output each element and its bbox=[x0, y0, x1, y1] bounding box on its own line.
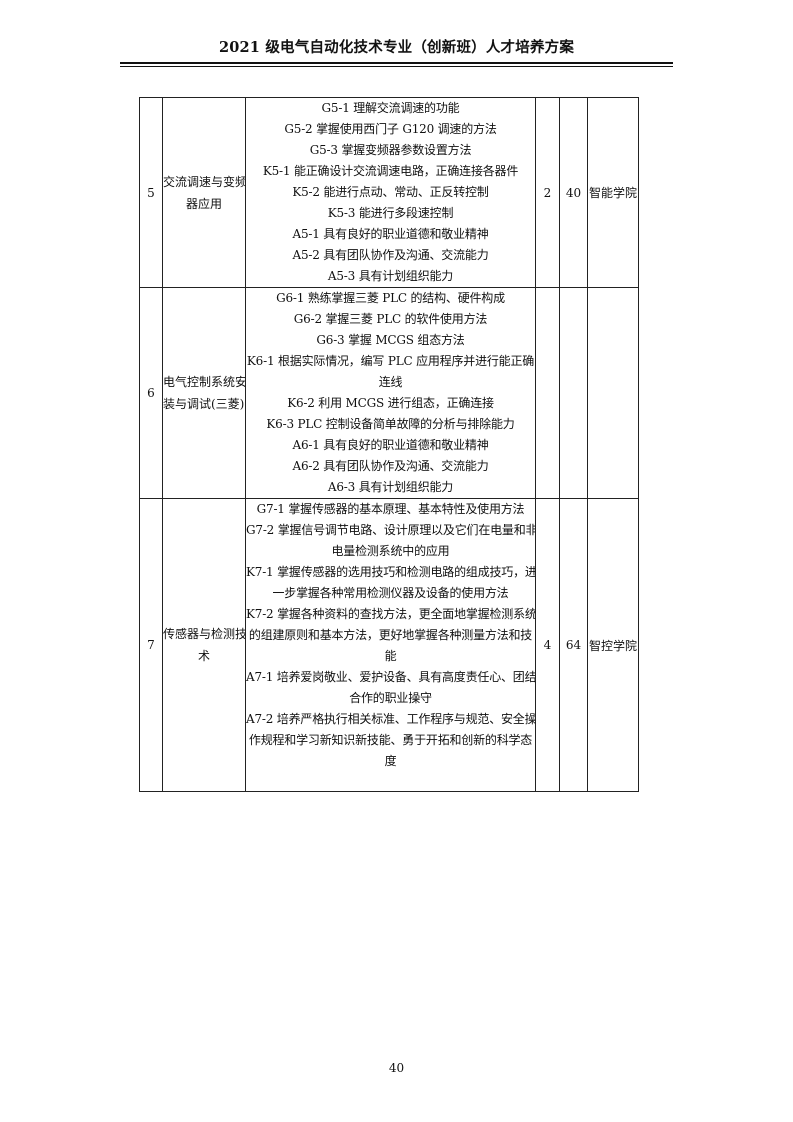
objectives-cell: G6-1 熟练掌握三菱 PLC 的结构、硬件构成 G6-2 掌握三菱 PLC 的软… bbox=[245, 287, 536, 499]
row-number-cell: 6 bbox=[139, 287, 163, 499]
objective-line: 一步掌握各种常用检测仪器及设备的使用方法 bbox=[272, 586, 509, 600]
hours-cell: 64 bbox=[559, 498, 588, 792]
objective-line: G7-2 掌握信号调节电路、设计原理以及它们在电量和非 bbox=[246, 523, 535, 537]
objective-line: K6-3 PLC 控制设备简单故障的分析与排除能力 bbox=[266, 417, 515, 431]
objective-line: K5-3 能进行多段速控制 bbox=[327, 206, 454, 220]
credit-cell: 2 bbox=[535, 97, 560, 288]
course-name-line: 术 bbox=[197, 649, 210, 663]
objective-line: 连线 bbox=[378, 375, 403, 389]
document-header-title: 2021 级电气自动化技术专业（创新班）人才培养方案 bbox=[218, 39, 575, 56]
course-name-cell: 电气控制系统安装与调试(三菱) bbox=[162, 287, 246, 499]
objective-line: 度 bbox=[384, 754, 397, 768]
header-rule-thin bbox=[120, 66, 673, 67]
department-cell: 智控学院 bbox=[587, 498, 639, 792]
objective-line: A7-1 培养爱岗敬业、爱护设备、具有高度责任心、团结 bbox=[246, 670, 535, 684]
objective-line: 的组建原则和基本方法，更好地掌握各种测量方法和技 bbox=[248, 628, 533, 642]
page-number: 40 bbox=[388, 1061, 405, 1075]
objective-line: K7-1 掌握传感器的选用技巧和检测电路的组成技巧，进 bbox=[246, 565, 535, 579]
objective-line: A5-3 具有计划组织能力 bbox=[327, 269, 454, 283]
objective-line: G6-1 熟练掌握三菱 PLC 的结构、硬件构成 bbox=[276, 291, 505, 305]
department-cell bbox=[587, 287, 639, 499]
credit-cell bbox=[535, 287, 560, 499]
objective-line: K5-1 能正确设计交流调速电路，正确连接各器件 bbox=[262, 164, 519, 178]
course-name-line: 传感器与检测技 bbox=[163, 627, 245, 641]
objective-line: A5-2 具有团队协作及沟通、交流能力 bbox=[292, 248, 489, 262]
row-number-cell: 5 bbox=[139, 97, 163, 288]
department-cell: 智能学院 bbox=[587, 97, 639, 288]
objective-line: G5-1 理解交流调速的功能 bbox=[321, 101, 460, 115]
row-number-cell: 7 bbox=[139, 498, 163, 792]
objective-line: K6-1 根据实际情况，编写 PLC 应用程序并进行能正确 bbox=[246, 354, 535, 368]
course-name-line: 电气控制系统安 bbox=[163, 375, 245, 389]
credit-cell: 4 bbox=[535, 498, 560, 792]
objective-line: G7-1 掌握传感器的基本原理、基本特性及使用方法 bbox=[256, 502, 525, 516]
objective-line: G6-3 掌握 MCGS 组态方法 bbox=[316, 333, 465, 347]
objectives-cell: G7-1 掌握传感器的基本原理、基本特性及使用方法 G7-2 掌握信号调节电路、设… bbox=[245, 498, 536, 792]
hours-cell bbox=[559, 287, 588, 499]
objective-line: G6-2 掌握三菱 PLC 的软件使用方法 bbox=[293, 312, 488, 326]
objective-line: G5-2 掌握使用西门子 G120 调速的方法 bbox=[284, 122, 497, 136]
objective-line: 能 bbox=[384, 649, 397, 663]
course-name-line: 交流调速与变频 bbox=[163, 174, 245, 189]
course-name-line: 器应用 bbox=[185, 196, 222, 211]
objective-line: A6-1 具有良好的职业道德和敬业精神 bbox=[292, 438, 489, 452]
objective-line: A7-2 培养严格执行相关标准、工作程序与规范、安全操 bbox=[246, 712, 535, 726]
course-name-cell: 交流调速与变频器应用 bbox=[162, 97, 246, 288]
objective-line: A5-1 具有良好的职业道德和敬业精神 bbox=[292, 227, 489, 241]
course-name-line: 装与调试(三菱) bbox=[163, 397, 245, 411]
objective-line: 电量检测系统中的应用 bbox=[331, 544, 450, 558]
objective-line: 合作的职业操守 bbox=[349, 691, 432, 705]
course-name-cell: 传感器与检测技术 bbox=[162, 498, 246, 792]
hours-cell: 40 bbox=[559, 97, 588, 288]
objective-line: A6-2 具有团队协作及沟通、交流能力 bbox=[292, 459, 489, 473]
objectives-cell: G5-1 理解交流调速的功能 G5-2 掌握使用西门子 G120 调速的方法 G5-… bbox=[245, 97, 536, 288]
objective-line: K6-2 利用 MCGS 进行组态，正确连接 bbox=[287, 396, 494, 410]
objective-line: K7-2 掌握各种资料的查找方法，更全面地掌握检测系统 bbox=[246, 607, 535, 621]
objective-line: 作规程和学习新知识新技能、勇于开拓和创新的科学态 bbox=[248, 733, 533, 747]
objective-line: A6-3 具有计划组织能力 bbox=[327, 480, 454, 494]
objective-line: K5-2 能进行点动、常动、正反转控制 bbox=[292, 185, 489, 199]
objective-line: G5-3 掌握变频器参数设置方法 bbox=[309, 143, 472, 157]
header-rule-thick bbox=[120, 62, 673, 64]
